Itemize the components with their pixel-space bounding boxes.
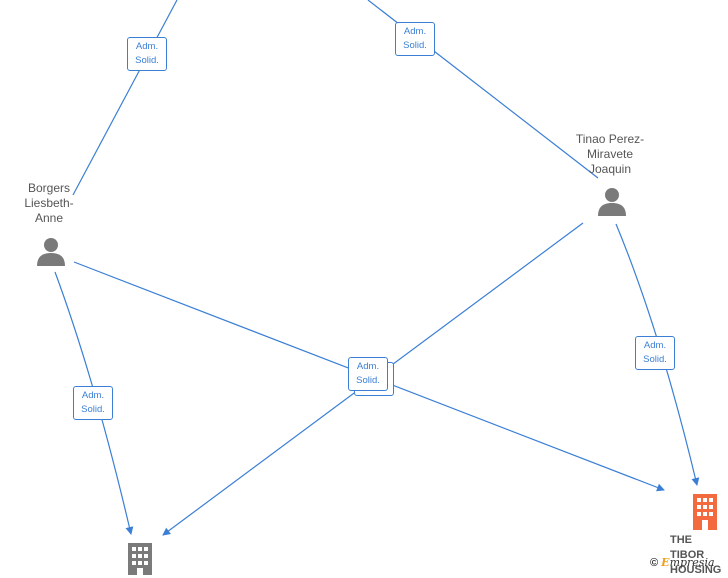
person-name-borgers: Borgers Liesbeth- Anne: [14, 181, 84, 226]
company-name-line: HOUSING: [670, 564, 722, 576]
relation-label-center: Adm. Solid.: [348, 357, 388, 391]
relation-label-line1: Adm.: [643, 340, 667, 351]
brand-initial: E: [661, 556, 670, 569]
relation-label-borgers-bottom: Adm. Solid.: [73, 386, 113, 420]
company-name-tibor[interactable]: THE TIBOR HOUSING: [670, 533, 728, 578]
person-name-line: Miravete: [586, 147, 633, 161]
relation-label-line2: Solid.: [356, 375, 380, 386]
company-building-icon[interactable]: [125, 543, 155, 575]
relation-label-line2: Solid.: [643, 354, 667, 365]
person-name-line: Tinao Perez-: [575, 132, 645, 146]
person-icon[interactable]: [36, 236, 66, 266]
relation-label-line1: Adm.: [356, 361, 380, 372]
empresia-watermark: © Empresia: [650, 556, 715, 569]
relation-label-line1: Adm.: [403, 26, 427, 37]
relation-label-line2: Solid.: [81, 404, 105, 415]
company-building-icon[interactable]: [689, 494, 721, 530]
brand-name: mpresia: [669, 556, 715, 569]
person-name-tinao: Tinao Perez- Miravete Joaquin: [569, 132, 651, 177]
relation-label-line2: Solid.: [135, 55, 159, 66]
relation-label-line1: Adm.: [81, 390, 105, 401]
relation-label-offscreen-tinao: Adm. Solid.: [395, 22, 435, 56]
relation-label-line2: Solid.: [403, 40, 427, 51]
person-name-line: Borgers: [27, 181, 71, 195]
person-name-line: Anne: [34, 211, 64, 225]
relation-label-offscreen-borgers: Adm. Solid.: [127, 37, 167, 71]
person-icon[interactable]: [597, 186, 627, 216]
edge-offscreen-to-borgers: [72, 0, 178, 196]
person-name-line: Joaquin: [588, 162, 632, 176]
relation-label-line1: Adm.: [135, 41, 159, 52]
person-name-line: Liesbeth-: [24, 196, 74, 210]
company-name-line: THE TIBOR: [670, 534, 705, 561]
relation-label-tinao-tibor: Adm. Solid.: [635, 336, 675, 370]
copyright-symbol: ©: [650, 557, 659, 569]
